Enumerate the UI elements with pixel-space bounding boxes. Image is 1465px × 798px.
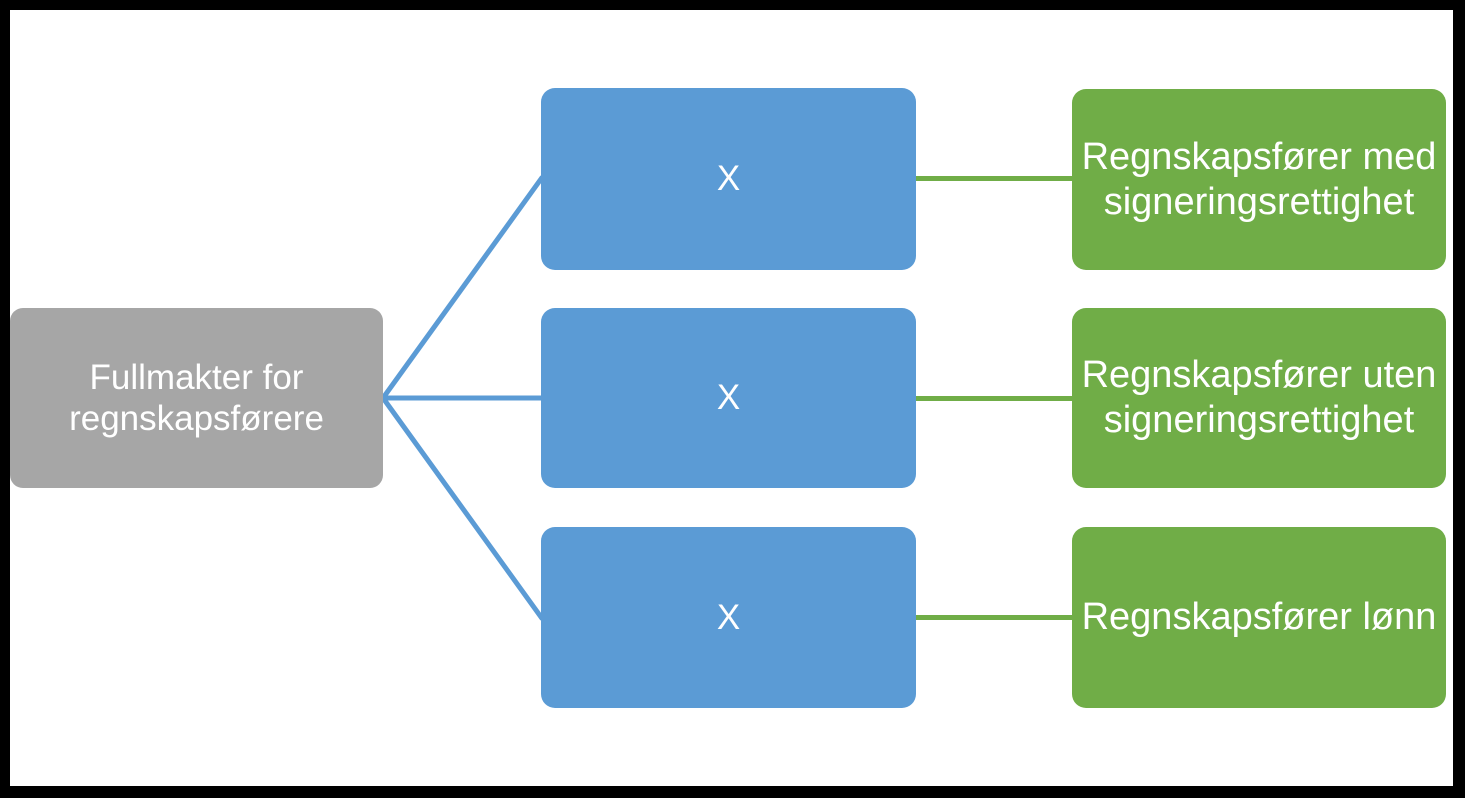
node-leaf-3-label: Regnskapsfører lønn [1081, 596, 1437, 639]
node-middle-3[interactable]: X [541, 527, 916, 708]
node-middle-2-label: X [716, 378, 741, 418]
node-leaf-1[interactable]: Regnskapsfører med signeringsrettighet [1072, 89, 1446, 270]
node-leaf-3[interactable]: Regnskapsfører lønn [1072, 527, 1446, 708]
node-root-label: Fullmakter for regnskapsførere [69, 357, 324, 438]
node-leaf-1-label: Regnskapsfører med signeringsrettighet [1081, 135, 1437, 223]
node-middle-2[interactable]: X [541, 308, 916, 488]
node-root[interactable]: Fullmakter for regnskapsførere [10, 308, 383, 488]
connector-root-to-middle-1 [379, 175, 545, 402]
connector-middle-to-leaf-3 [916, 615, 1072, 620]
node-middle-3-label: X [716, 597, 741, 637]
connector-middle-to-leaf-2 [916, 396, 1072, 401]
node-leaf-2[interactable]: Regnskapsfører uten signeringsrettighet [1072, 308, 1446, 488]
node-middle-1[interactable]: X [541, 88, 916, 270]
node-middle-1-label: X [716, 159, 741, 199]
connector-middle-to-leaf-1 [916, 176, 1072, 181]
connector-root-to-middle-3 [379, 394, 545, 621]
diagram-surface: Fullmakter for regnskapsførere X X X Reg… [10, 10, 1453, 786]
node-leaf-2-label: Regnskapsfører uten signeringsrettighet [1081, 354, 1437, 441]
